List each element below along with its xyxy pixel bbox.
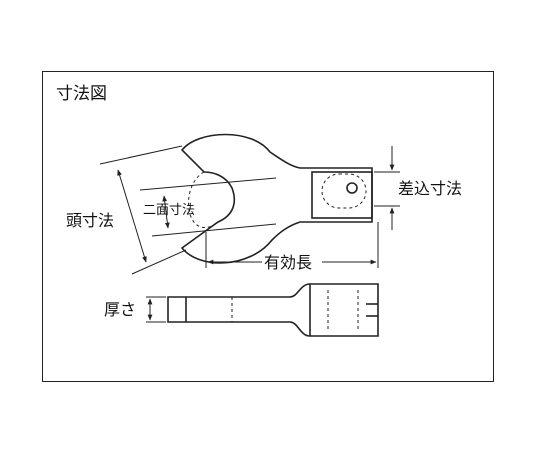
insert-tongue <box>311 171 373 219</box>
flats-label: 二面寸法 <box>143 203 195 218</box>
spanner-head-top-view <box>180 133 373 264</box>
head-size-label: 頭寸法 <box>66 211 114 230</box>
diagram-title: 寸法図 <box>56 84 107 104</box>
insert-size-dimension <box>374 146 400 230</box>
flats-dimension <box>139 177 277 237</box>
insert-slot <box>321 173 367 209</box>
thickness-label: 厚さ <box>104 300 136 319</box>
insert-size-label: 差込寸法 <box>398 179 462 198</box>
diagram-frame <box>42 71 494 382</box>
effective-length-label: 有効長 <box>264 253 312 272</box>
side-hidden-lines <box>231 290 359 330</box>
thickness-dimension <box>146 296 166 323</box>
jaw-hidden-line <box>188 171 219 229</box>
insert-hole <box>346 182 358 194</box>
spanner-side-view <box>167 283 379 337</box>
head-size-dimension <box>99 145 187 275</box>
